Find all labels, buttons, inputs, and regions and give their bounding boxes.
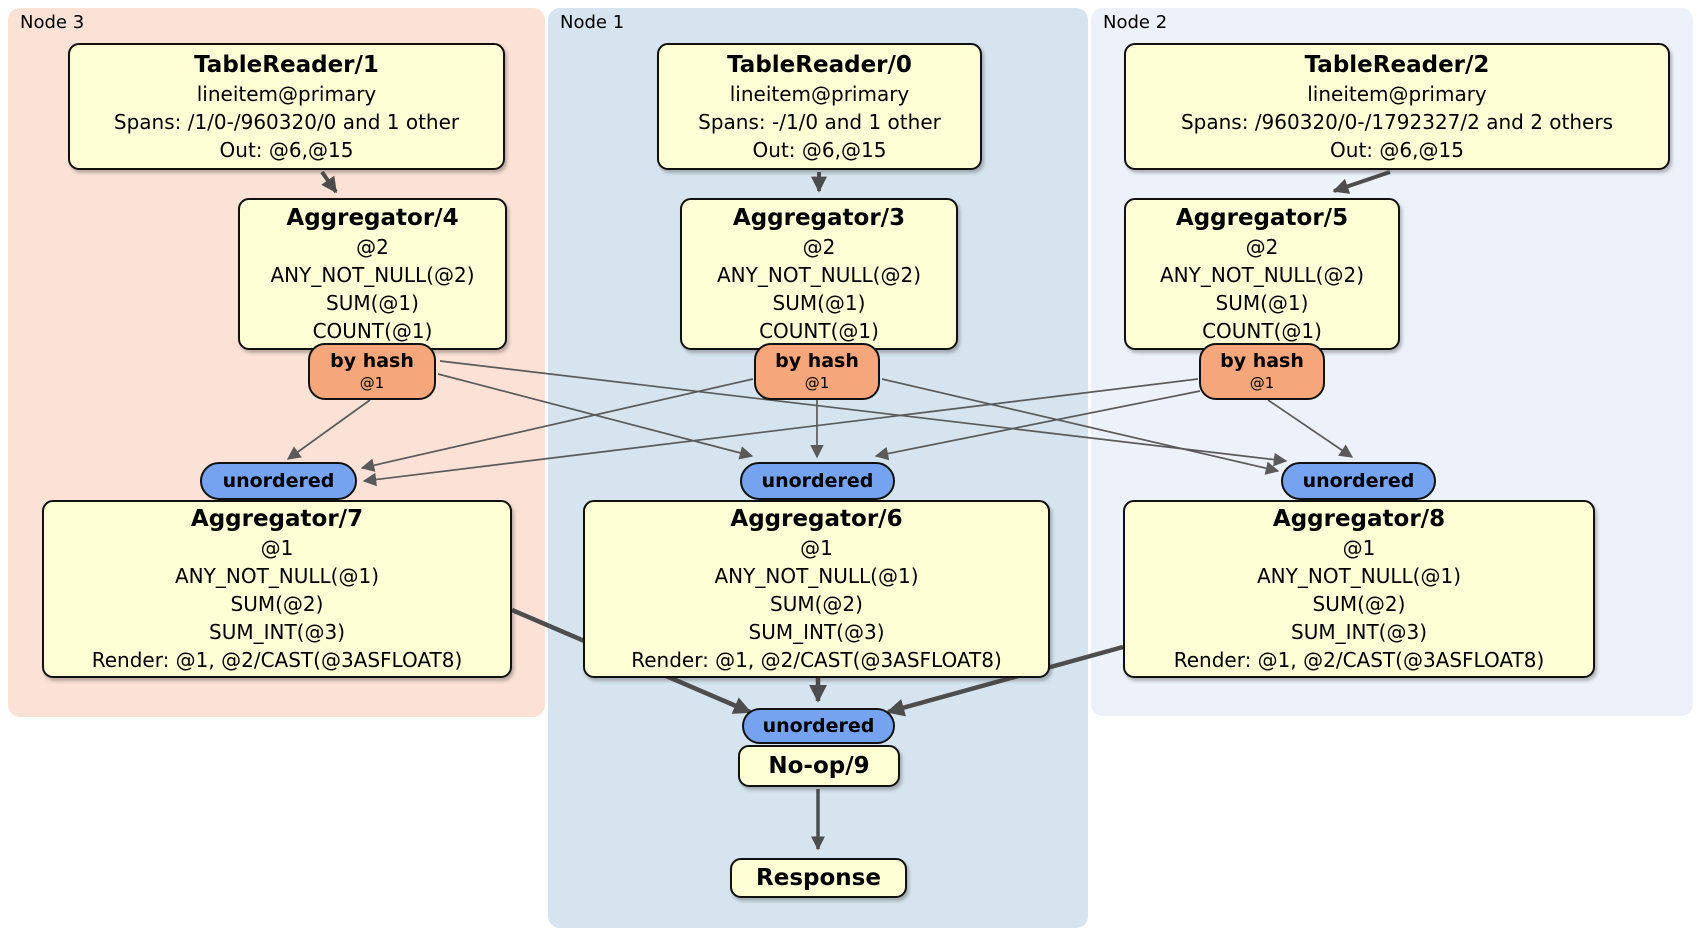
router-label: by hash (330, 350, 414, 372)
processor-tablereader-1: TableReader/1 lineitem@primary Spans: /1… (68, 43, 505, 170)
processor-title: Aggregator/4 (286, 205, 459, 231)
sync-unordered-badge-node1: unordered (740, 462, 895, 500)
processor-detail: COUNT(@1) (312, 319, 433, 343)
processor-title: Aggregator/7 (190, 506, 364, 532)
processor-response: Response (730, 858, 907, 898)
flow-edge-router2-sync2 (1267, 399, 1354, 458)
processor-title: Aggregator/3 (732, 205, 906, 231)
flow-edge-router1-sync3 (360, 378, 754, 472)
processor-aggregator-4: Aggregator/4 @2 ANY_NOT_NULL(@2) SUM(@1)… (238, 198, 507, 350)
processor-detail: Render: @1, @2/CAST(@3ASFLOAT8) (1173, 648, 1545, 672)
processor-detail: @2 (356, 235, 389, 259)
flow-edge-tr1-agg4 (320, 170, 338, 194)
processor-detail: COUNT(@1) (759, 319, 879, 343)
processor-detail: SUM_INT(@3) (209, 620, 345, 644)
processor-detail: SUM(@1) (326, 291, 419, 315)
processor-detail: lineitem@primary (1307, 81, 1487, 106)
processor-detail: SUM(@2) (230, 592, 324, 616)
processor-detail: Spans: -/1/0 and 1 other (698, 109, 941, 134)
processor-detail: @1 (260, 536, 294, 560)
processor-title: No-op/9 (768, 753, 870, 779)
processor-noop-9: No-op/9 (738, 745, 900, 787)
processor-detail: COUNT(@1) (1202, 319, 1322, 343)
processor-detail: SUM(@2) (770, 592, 863, 616)
processor-detail: Spans: /1/0-/960320/0 and 1 other (113, 109, 460, 134)
processor-detail: SUM(@1) (772, 291, 866, 315)
region-label-node3: Node 3 (20, 12, 85, 33)
processor-detail: Render: @1, @2/CAST(@3ASFLOAT8) (631, 648, 1002, 672)
flow-edge-agg8-syncF (886, 644, 1124, 717)
processor-detail: SUM(@2) (1312, 592, 1406, 616)
processor-detail: Spans: /960320/0-/1792327/2 and 2 others (1180, 109, 1613, 134)
processor-aggregator-8: Aggregator/8 @1 ANY_NOT_NULL(@1) SUM(@2)… (1123, 500, 1595, 678)
processor-detail: lineitem@primary (729, 81, 910, 106)
processor-title: Aggregator/6 (730, 506, 903, 532)
flow-edge-router1-sync2 (881, 378, 1280, 475)
sync-unordered-badge-node2: unordered (1281, 462, 1436, 500)
region-label-node1: Node 1 (560, 12, 625, 33)
processor-aggregator-3: Aggregator/3 @2 ANY_NOT_NULL(@2) SUM(@1)… (680, 198, 958, 350)
processor-title: TableReader/2 (1304, 51, 1490, 78)
processor-detail: @1 (1342, 536, 1376, 560)
processor-detail: Out: @6,@15 (1330, 137, 1464, 162)
sync-unordered-badge-node3: unordered (200, 462, 357, 500)
processor-aggregator-6: Aggregator/6 @1 ANY_NOT_NULL(@1) SUM(@2)… (583, 500, 1050, 678)
processor-detail: SUM_INT(@3) (748, 620, 885, 644)
flow-edge-router2-sync3 (362, 378, 1199, 487)
processor-detail: @2 (1245, 235, 1279, 259)
processor-tablereader-0: TableReader/0 lineitem@primary Spans: -/… (657, 43, 982, 170)
processor-detail: ANY_NOT_NULL(@2) (717, 263, 921, 287)
processor-detail: Out: @6,@15 (752, 137, 887, 162)
processor-aggregator-5: Aggregator/5 @2 ANY_NOT_NULL(@2) SUM(@1)… (1124, 198, 1400, 350)
processor-detail: SUM_INT(@3) (1291, 620, 1427, 644)
processor-detail: Render: @1, @2/CAST(@3ASFLOAT8) (91, 648, 463, 672)
region-label-node2: Node 2 (1103, 12, 1168, 33)
processor-detail: @2 (802, 235, 836, 259)
processor-detail: SUM(@1) (1215, 291, 1309, 315)
router-label: by hash (775, 350, 859, 372)
hash-router-badge-node1: by hash @1 (754, 343, 880, 400)
processor-aggregator-7: Aggregator/7 @1 ANY_NOT_NULL(@1) SUM(@2)… (42, 500, 512, 678)
processor-title: TableReader/0 (727, 51, 912, 78)
router-detail: @1 (804, 374, 830, 392)
router-label: by hash (1220, 350, 1304, 372)
flow-edge-tr2-agg5 (1332, 170, 1391, 194)
sync-unordered-badge-final: unordered (742, 708, 895, 744)
flow-edge-router2-sync1 (874, 390, 1201, 461)
processor-title: Response (756, 865, 881, 891)
processor-detail: ANY_NOT_NULL(@2) (270, 263, 475, 287)
processor-detail: Out: @6,@15 (219, 137, 354, 162)
processor-title: Aggregator/5 (1175, 205, 1349, 231)
processor-detail: ANY_NOT_NULL(@1) (175, 564, 379, 588)
processor-detail: ANY_NOT_NULL(@1) (714, 564, 919, 588)
processor-detail: ANY_NOT_NULL(@2) (1160, 263, 1364, 287)
flow-edge-router3-sync2 (439, 360, 1288, 467)
router-detail: @1 (359, 374, 385, 392)
processor-title: TableReader/1 (194, 51, 379, 78)
processor-tablereader-2: TableReader/2 lineitem@primary Spans: /9… (1124, 43, 1670, 170)
hash-router-badge-node2: by hash @1 (1199, 343, 1325, 400)
flow-edge-router3-sync3 (286, 399, 371, 460)
processor-title: Aggregator/8 (1272, 506, 1446, 532)
processor-detail: ANY_NOT_NULL(@1) (1257, 564, 1461, 588)
hash-router-badge-node3: by hash @1 (308, 343, 436, 400)
processor-detail: @1 (800, 536, 833, 560)
router-detail: @1 (1249, 374, 1275, 392)
processor-detail: lineitem@primary (196, 81, 377, 106)
